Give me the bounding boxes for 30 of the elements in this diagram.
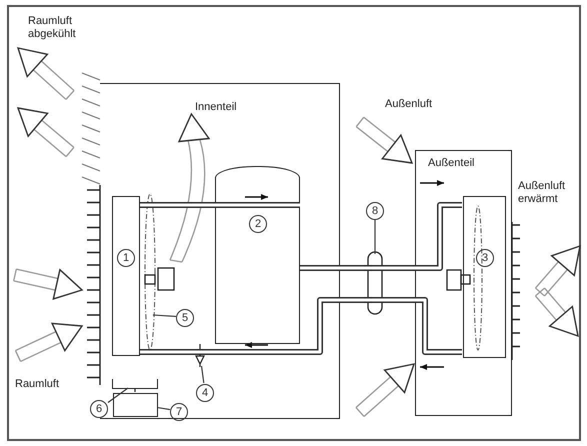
evaporator-coil <box>112 196 140 356</box>
unit-title: Innenteil <box>195 101 237 114</box>
unit-title: Außenteil <box>428 157 474 170</box>
leader-line <box>374 220 376 254</box>
callout-number: 5 <box>176 309 194 327</box>
indoor-unit-box <box>100 83 340 419</box>
callout-number: 1 <box>117 249 135 267</box>
refrigerant-pipe <box>140 202 300 208</box>
compressor-tank <box>215 166 300 344</box>
drip-tray <box>112 379 158 389</box>
air-label: Außenluft erwärmt <box>518 180 566 206</box>
drain-pump-box <box>113 393 158 417</box>
callout-number: 3 <box>476 249 494 267</box>
callout-number: 8 <box>366 202 384 220</box>
callout-number: 2 <box>249 215 267 233</box>
air-label: Außenluft <box>385 98 434 111</box>
callout-number: 4 <box>196 384 214 402</box>
valve-symbol <box>195 344 205 367</box>
refrigerant-pipe <box>140 297 462 355</box>
refrigerant-pipe <box>300 202 462 271</box>
leader-line <box>158 407 170 410</box>
leader-line <box>152 314 176 317</box>
leader-line <box>200 366 204 384</box>
callout-number: 6 <box>90 400 108 418</box>
air-label: Raumluft abgekühlt <box>28 15 77 41</box>
outdoor-unit-box <box>415 150 512 416</box>
air-label: Raumluft <box>15 378 60 391</box>
callout-number: 7 <box>170 403 188 421</box>
condenser-coil <box>463 196 506 358</box>
leader-line <box>108 388 128 403</box>
